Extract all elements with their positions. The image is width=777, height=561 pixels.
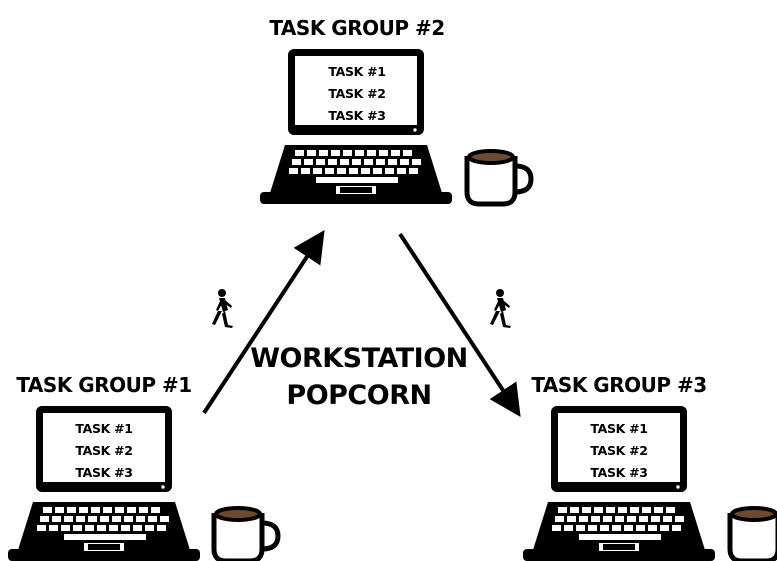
task-3-label: TASK #3	[328, 108, 385, 123]
coffee-mug-icon	[467, 151, 531, 204]
arrow-group2-to-group3	[398, 232, 521, 418]
center-label-line-1: WORKSTATION	[250, 343, 468, 374]
walking-person-icon	[212, 289, 233, 328]
task-group-1: TASK GROUP #1 TASK #1 TASK #2 TASK #3	[8, 373, 278, 561]
task-2-label: TASK #2	[590, 443, 647, 458]
task-group-2: TASK GROUP #2 TASK #1 TASK #2 TASK #3	[260, 16, 531, 204]
task-1-label: TASK #1	[75, 421, 132, 436]
arrow-group1-to-group2	[202, 229, 325, 415]
task-2-label: TASK #2	[328, 86, 385, 101]
task-group-2-title: TASK GROUP #2	[269, 16, 444, 40]
walking-person-icon	[490, 289, 511, 328]
coffee-mug-icon	[730, 508, 777, 561]
center-label-line-2: POPCORN	[286, 380, 431, 411]
coffee-mug-icon	[214, 508, 278, 561]
task-1-label: TASK #1	[328, 64, 385, 79]
task-group-3: TASK GROUP #3 TASK #1 TASK #2 TASK #3	[523, 373, 777, 561]
task-3-label: TASK #3	[590, 465, 647, 480]
task-2-label: TASK #2	[75, 443, 132, 458]
task-1-label: TASK #1	[590, 421, 647, 436]
task-3-label: TASK #3	[75, 465, 132, 480]
task-group-1-title: TASK GROUP #1	[16, 373, 191, 397]
task-group-3-title: TASK GROUP #3	[531, 373, 706, 397]
